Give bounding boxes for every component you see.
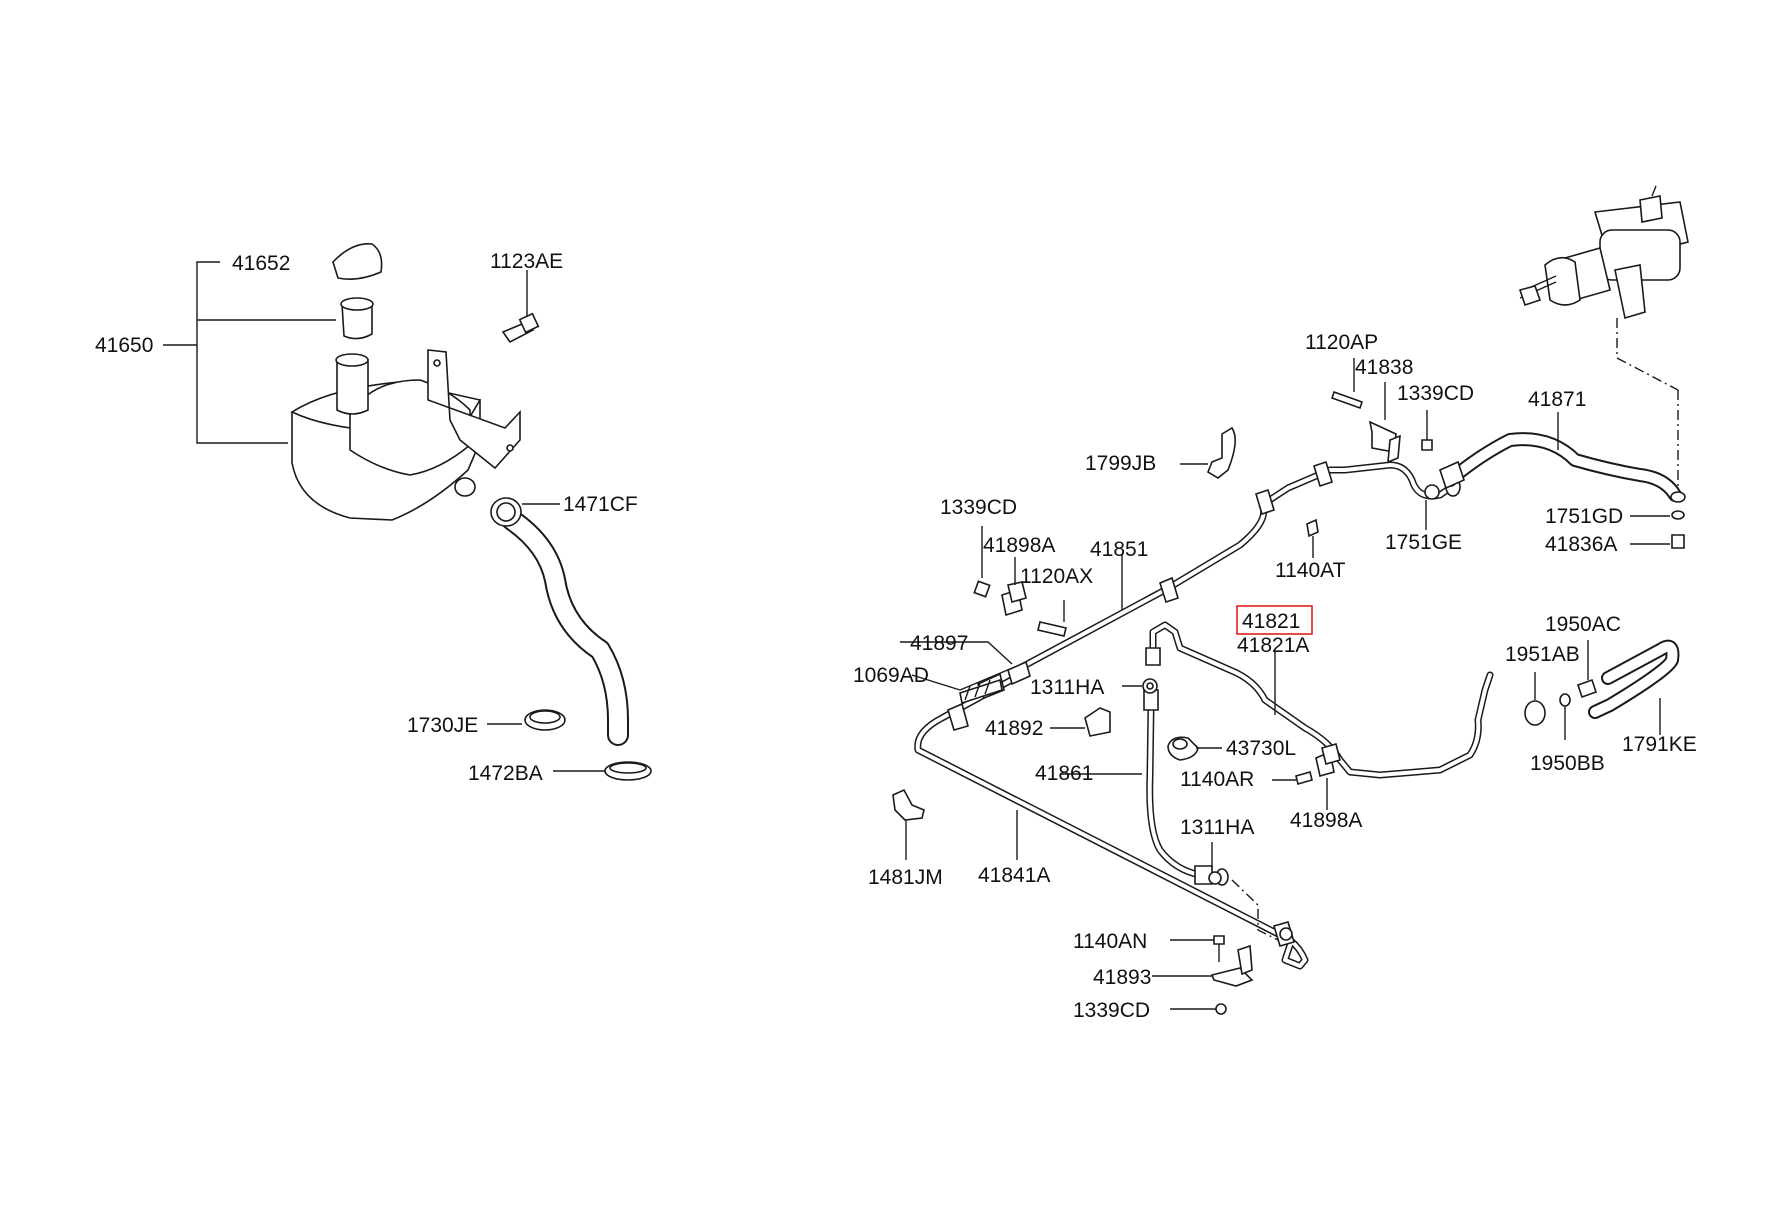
label-1140AR: 1140AR [1180, 768, 1254, 791]
label-43730L: 43730L [1226, 737, 1296, 760]
label-1339CD-c: 1339CD [1073, 999, 1150, 1022]
clip-1481JM [892, 788, 925, 860]
label-1339CD-a: 1339CD [1397, 382, 1474, 405]
pipe-41841A [914, 674, 1309, 970]
bolt-41836A [1630, 534, 1685, 549]
label-41821: 41821 [1242, 610, 1300, 633]
bracket-41892 [1050, 707, 1111, 737]
label-41897: 41897 [910, 632, 968, 655]
label-1120AX: 1120AX [1020, 565, 1093, 588]
label-41652: 41652 [232, 252, 290, 275]
label-41836A: 41836A [1545, 533, 1617, 556]
bracket-41893 [1152, 944, 1254, 987]
label-1140AN: 1140AN [1073, 930, 1147, 953]
bolt-1140AN [1170, 935, 1225, 962]
label-1730JE: 1730JE [407, 714, 478, 737]
clutch-master-cylinder [1518, 185, 1689, 495]
bracket-1799JB [1180, 426, 1236, 479]
label-1799JB: 1799JB [1085, 452, 1156, 475]
clip-41898A-lower [1272, 743, 1341, 810]
label-1339CD-b: 1339CD [940, 496, 1017, 519]
label-1751GE: 1751GE [1385, 531, 1462, 554]
label-1950BB: 1950BB [1530, 752, 1605, 775]
bolt-1123AE [501, 270, 540, 344]
washer-1751GD [1630, 510, 1685, 520]
hose-1471CF [490, 497, 629, 746]
label-41821A: 41821A [1237, 634, 1309, 657]
ring-1730JE [487, 709, 566, 731]
label-41892: 41892 [985, 717, 1043, 740]
label-41650: 41650 [95, 334, 153, 357]
label-41841A: 41841A [978, 864, 1050, 887]
bolt-1140AT [1306, 518, 1319, 558]
label-1311HA-b: 1311HA [1180, 816, 1254, 839]
clip-41898A-upper [973, 526, 1067, 637]
fitting-1950AC [1576, 640, 1598, 699]
label-1311HA-a: 1311HA [1030, 676, 1104, 699]
label-1472BA: 1472BA [468, 762, 543, 785]
label-1950AC: 1950AC [1545, 613, 1621, 636]
label-41898A-upper: 41898A [983, 534, 1055, 557]
reservoir-assembly [163, 243, 521, 521]
cap-1951AB [1524, 672, 1546, 726]
label-1123AE: 1123AE [490, 250, 563, 273]
nut-1339CD-lower [1170, 1003, 1227, 1015]
label-41861: 41861 [1035, 762, 1093, 785]
pipe-41821 [1145, 621, 1494, 779]
grommet-43730L [1167, 736, 1222, 761]
washer-1950BB [1559, 693, 1571, 740]
spring-1069AD [911, 674, 1003, 705]
hose-1791KE [1588, 639, 1680, 735]
label-1951AB: 1951AB [1505, 643, 1580, 666]
part-labels: 41650 41652 1123AE 1471CF 1730JE 1472BA … [95, 250, 1697, 1022]
nut-1311HA-upper [1122, 678, 1158, 694]
label-41838: 41838 [1355, 356, 1413, 379]
label-1791KE: 1791KE [1622, 733, 1697, 756]
pipe-41861 [1143, 689, 1279, 941]
label-41893: 41893 [1093, 966, 1151, 989]
clamp-1472BA [553, 761, 652, 781]
label-1140AT: 1140AT [1275, 559, 1346, 582]
pipe-41851 [1016, 460, 1461, 672]
label-41898A-lower: 41898A [1290, 809, 1362, 832]
nut-1311HA-lower [1208, 842, 1222, 885]
hose-41871 [1439, 432, 1686, 503]
label-41851: 41851 [1090, 538, 1148, 561]
label-41871: 41871 [1528, 388, 1586, 411]
label-1069AD: 1069AD [853, 664, 929, 687]
label-1120AP: 1120AP [1305, 331, 1378, 354]
label-1471CF: 1471CF [563, 493, 638, 516]
label-1751GD: 1751GD [1545, 505, 1623, 528]
bracket-41838 [1330, 358, 1433, 464]
label-1481JM: 1481JM [868, 866, 943, 889]
highlight-box-41821 [1236, 605, 1313, 635]
